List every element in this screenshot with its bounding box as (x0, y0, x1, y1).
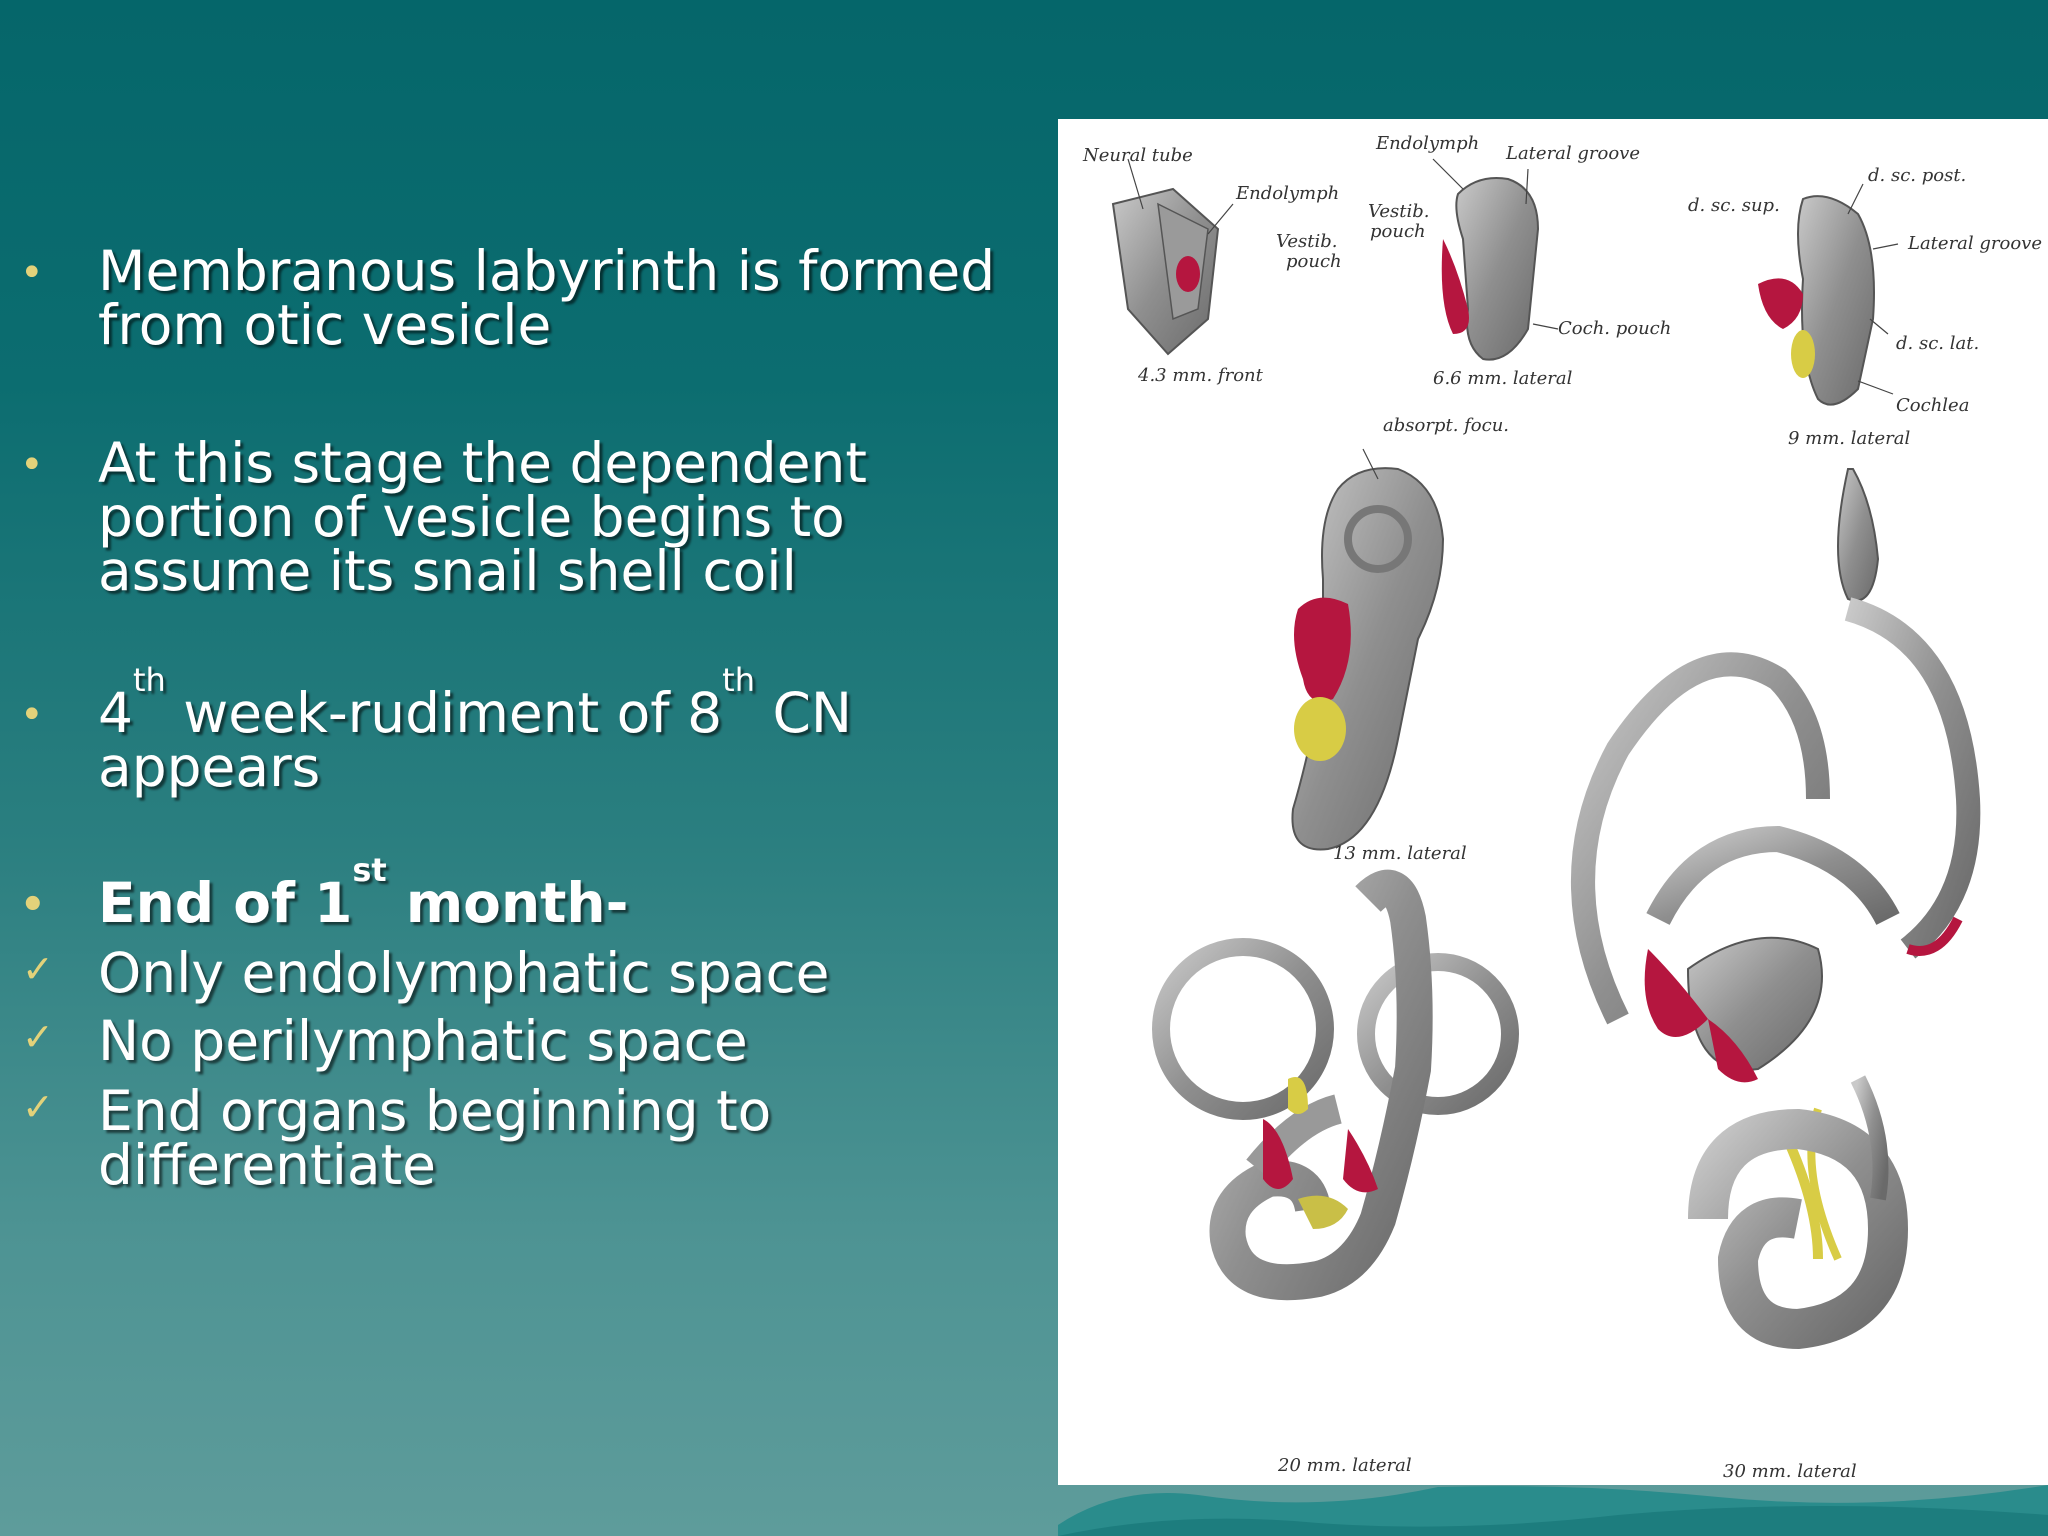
bullet-marker: • (20, 250, 44, 296)
bullet-text: End organs beginning to differentiate (98, 1079, 772, 1197)
label-coch-pouch: Coch. pouch (1558, 318, 1671, 339)
label-vestib-b: Vestib. (1368, 201, 1429, 222)
label-vestib-a: Vestib. (1276, 231, 1337, 252)
label-endolymph-b: Endolymph (1375, 133, 1479, 154)
stage-6mm-figure (1432, 158, 1559, 361)
bullet-marker: • (20, 442, 44, 488)
stage-30mm-figure (1571, 468, 1981, 1350)
bullet-text: Membranous labyrinth is formed from otic… (98, 239, 996, 357)
check-icon: ✓ (22, 947, 54, 991)
bullet-marker: • (20, 692, 44, 738)
label-lateral-groove-b: Lateral groove (1505, 143, 1640, 164)
bullet-text: No perilymphatic space (98, 1009, 748, 1073)
stage-20mm-figure (1152, 869, 1519, 1301)
label-cochlea: Cochlea (1896, 395, 1969, 416)
label-d-sc-post: d. sc. post. (1868, 165, 1966, 186)
bullet-text: Only endolymphatic space (98, 941, 830, 1005)
labyrinth-drawing: Neural tube Endolymph Vestib. pouch 4.3 … (1082, 133, 2042, 1482)
bullet-text: End of 1st month- (98, 851, 629, 935)
label-stage-4mm: 4.3 mm. front (1137, 365, 1264, 386)
check-icon: ✓ (22, 1015, 54, 1059)
label-d-sc-sup: d. sc. sup. (1688, 195, 1780, 216)
label-stage-30mm: 30 mm. lateral (1723, 1461, 1857, 1482)
stage-13mm-figure (1291, 448, 1445, 851)
bullet-text: 4th week-rudiment of 8th CN appears (98, 661, 852, 799)
label-d-sc-lat: d. sc. lat. (1896, 333, 1979, 354)
label-lateral-groove-c: Lateral groove (1907, 233, 2042, 254)
bullet-text: At this stage the dependent portion of v… (98, 431, 867, 603)
label-stage-20mm: 20 mm. lateral (1277, 1455, 1412, 1476)
decorative-wave (1058, 1485, 2048, 1536)
label-pouch-a: pouch (1286, 251, 1342, 272)
label-absorpt-focu: absorpt. focu. (1383, 415, 1509, 436)
stage-9mm-figure (1758, 183, 1899, 406)
label-stage-6mm: 6.6 mm. lateral (1433, 368, 1573, 389)
bullet-marker: • (20, 882, 46, 928)
label-stage-9mm: 9 mm. lateral (1788, 428, 1910, 449)
check-icon: ✓ (22, 1085, 54, 1129)
label-pouch-b: pouch (1370, 221, 1426, 242)
stage-4mm-figure (1111, 158, 1234, 356)
label-stage-13mm: 13 mm. lateral (1333, 843, 1467, 864)
label-endolymph-a: Endolymph (1235, 183, 1339, 204)
label-neural-tube: Neural tube (1082, 145, 1193, 166)
labyrinth-illustration: Neural tube Endolymph Vestib. pouch 4.3 … (1058, 119, 2048, 1485)
slide-text-area: • Membranous labyrinth is formed from ot… (20, 244, 995, 1197)
